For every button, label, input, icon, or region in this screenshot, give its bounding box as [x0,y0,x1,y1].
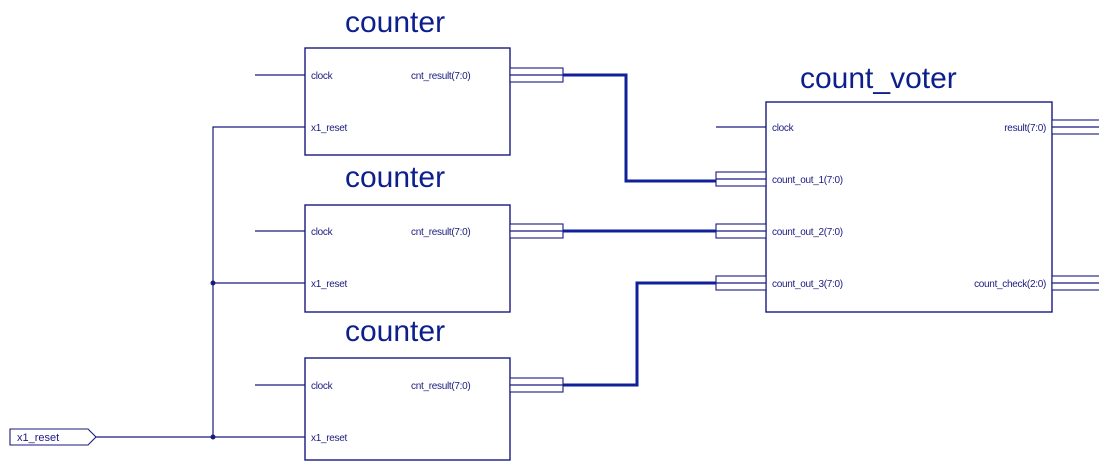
counter-1-result-pin: cnt_result(7:0) [411,71,470,82]
counter-2-clock-pin: clock [311,227,334,238]
input-port-shape[interactable] [9,428,97,446]
counter-1-clock-pin: clock [311,71,334,82]
input-port-x1-reset[interactable]: x1_reset [9,428,97,446]
reset-trunk-wire [212,126,255,437]
counter-3-clock-pin: clock [311,381,334,392]
voter-in2-pin: count_out_2(7:0) [772,227,843,238]
counter-3-reset-pin: x1_reset [311,433,347,444]
counter-1-title: counter [345,6,445,39]
counter-3-box[interactable] [304,357,511,461]
counter-2-result-pin: cnt_result(7:0) [411,227,470,238]
counter-1-box[interactable] [304,47,511,156]
voter-in1-pin: count_out_1(7:0) [772,175,843,186]
voter-block[interactable]: count_voter clock count_out_1(7:0) count… [715,62,1099,313]
voter-result-pin: result(7:0) [1004,123,1046,134]
counter-3-result-pin: cnt_result(7:0) [411,381,470,392]
counter-block-2[interactable]: counter clock x1_reset cnt_result(7:0) [255,161,564,313]
voter-in3-pin: count_out_3(7:0) [772,279,843,290]
counter-2-box[interactable] [304,204,511,313]
input-port-label: x1_reset [17,432,59,444]
voter-box[interactable] [765,101,1053,313]
counter-1-reset-pin: x1_reset [311,123,347,134]
counter-block-1[interactable]: counter clock x1_reset cnt_result(7:0) [255,6,564,156]
voter-check-pin: count_check(2:0) [974,279,1046,290]
bus-net-count-out-3[interactable] [563,281,716,387]
counter-block-3[interactable]: counter clock x1_reset cnt_result(7:0) [255,315,564,461]
reset-net[interactable] [94,126,255,440]
counter-2-reset-pin: x1_reset [311,279,347,290]
reset-junction-dot-2 [210,434,216,440]
voter-clock-pin: clock [772,123,795,134]
voter-title: count_voter [800,62,957,95]
counter-3-title: counter [345,315,445,348]
reset-junction-dot-1 [210,280,216,286]
bus-net-count-out-1[interactable] [563,73,716,183]
counter-2-title: counter [345,161,445,194]
